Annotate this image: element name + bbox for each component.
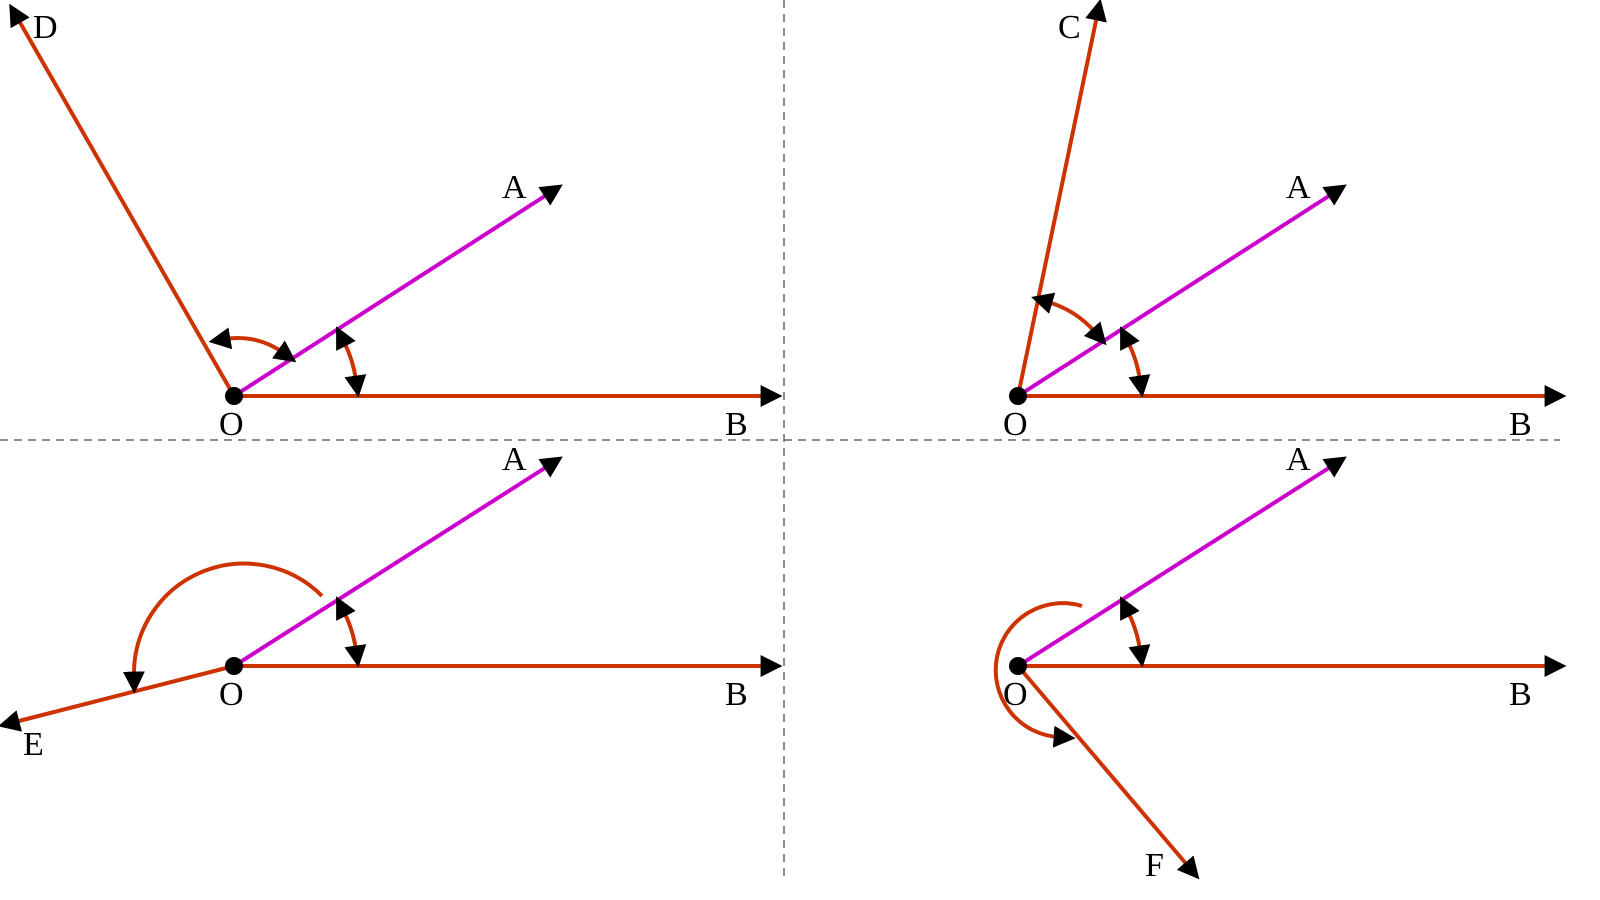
label-e: E xyxy=(23,726,44,763)
angle-arc-aod xyxy=(208,327,297,363)
label-f: F xyxy=(1145,847,1164,884)
ray-oc xyxy=(1016,0,1107,397)
label-o: O xyxy=(219,676,244,713)
label-c: C xyxy=(1058,9,1081,46)
label-a: A xyxy=(502,441,527,478)
angle-arc-coa xyxy=(1031,292,1107,346)
angle-arc-aof xyxy=(993,601,1083,748)
label-a: A xyxy=(1286,441,1311,478)
origin-point xyxy=(1009,387,1027,405)
ray-oa xyxy=(232,456,563,668)
ray-od xyxy=(9,3,236,397)
origin-point xyxy=(1009,657,1027,675)
label-b: B xyxy=(725,676,748,713)
ray-oe xyxy=(0,664,235,732)
angle-arc-aoe xyxy=(122,561,324,694)
ray-oa xyxy=(1016,184,1347,398)
panel-top-left: O A B D xyxy=(9,3,783,443)
label-a: A xyxy=(502,169,527,206)
origin-point xyxy=(225,387,243,405)
label-b: B xyxy=(725,406,748,443)
label-d: D xyxy=(33,9,58,46)
ray-oa xyxy=(232,184,563,398)
label-o: O xyxy=(219,406,244,443)
label-a: A xyxy=(1286,169,1311,206)
origin-point xyxy=(225,657,243,675)
label-b: B xyxy=(1509,676,1532,713)
ray-oa xyxy=(1016,456,1347,668)
angle-arc-aob xyxy=(1120,596,1151,668)
panel-bottom-right: O A B F xyxy=(993,441,1567,884)
label-o: O xyxy=(1003,676,1028,713)
angle-arc-aob xyxy=(336,596,367,668)
label-b: B xyxy=(1509,406,1532,443)
panel-bottom-left: O A B E xyxy=(0,441,783,763)
angle-arc-aob xyxy=(1120,326,1151,398)
ray-of xyxy=(1016,664,1200,880)
panel-top-right: O A B C xyxy=(1003,0,1567,443)
label-o: O xyxy=(1003,406,1028,443)
angle-arc-aob xyxy=(336,326,367,398)
